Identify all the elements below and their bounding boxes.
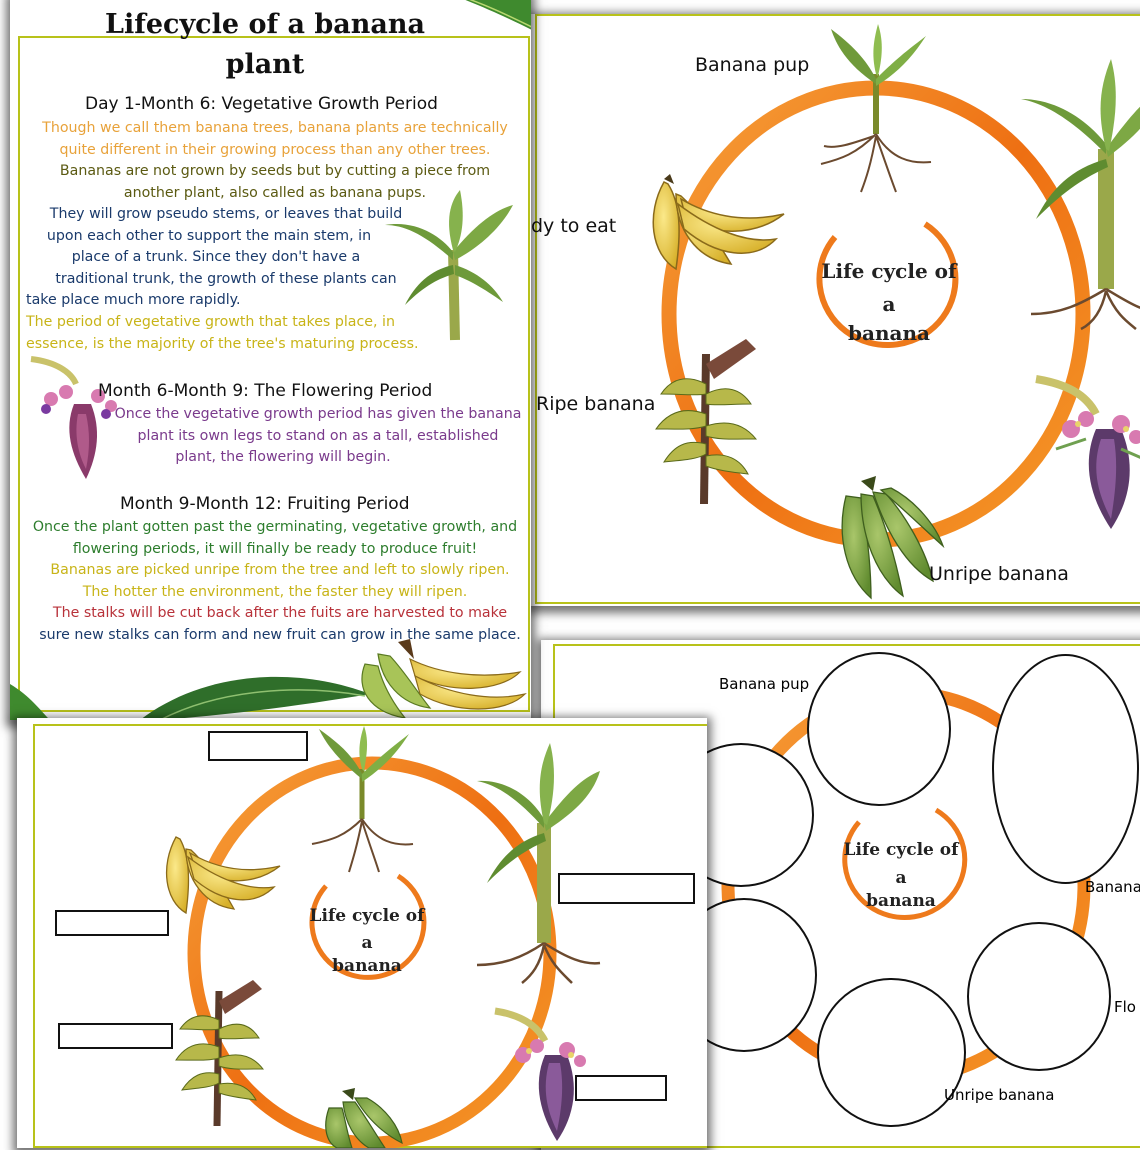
- label-ready-to-eat: dy to eat: [531, 215, 617, 237]
- label-ripe-banana: Ripe banana: [536, 393, 656, 415]
- document-title-line1: Lifecycle of a banana: [105, 9, 425, 40]
- sheet-border: [535, 14, 1140, 604]
- center-title-line1: Life cycle of: [821, 259, 957, 283]
- banana-tree-image: [1021, 59, 1140, 331]
- section3-line: The stalks will be cut back after the fu…: [52, 605, 508, 621]
- banana-pup-image: [820, 24, 932, 193]
- info-sheet: Lifecycle of a banana plant Day 1-Month …: [10, 0, 531, 720]
- blank-label-box-pup[interactable]: [208, 731, 308, 761]
- section2-line: plant, the flowering will begin.: [175, 449, 391, 465]
- center-title-line2: a: [895, 868, 907, 888]
- drawing-bubble-tree[interactable]: [992, 654, 1139, 884]
- labeled-cycle-sheet: Life cycle of a banana: [531, 14, 1140, 606]
- drawing-bubble-pup[interactable]: [807, 652, 951, 806]
- unripe-banana-image: [841, 476, 945, 600]
- center-title-line1: Life cycle of: [843, 840, 959, 860]
- section1-line: traditional trunk, the growth of these p…: [55, 271, 397, 287]
- section3-line: Once the plant gotten past the germinati…: [32, 519, 518, 535]
- label-worksheet-sheet: Life cycle of a banana: [17, 718, 707, 1148]
- banana-flower-image: [30, 356, 117, 479]
- drawing-bubble-flower[interactable]: [967, 922, 1111, 1071]
- center-title-line3: banana: [866, 891, 936, 911]
- ripe-banana-bunch-image: [175, 980, 265, 1127]
- section3-line: flowering periods, it will finally be re…: [72, 541, 478, 557]
- label-banana-cut: Banana: [1085, 878, 1140, 896]
- center-ring: [842, 807, 968, 920]
- ready-to-eat-banana-image: [165, 836, 281, 915]
- section3-heading: Month 9-Month 12: Fruiting Period: [120, 494, 410, 514]
- section3-line: sure new stalks can form and new fruit c…: [39, 627, 521, 643]
- section3-line: Bananas are picked unripe from the tree …: [50, 562, 510, 578]
- drawing-bubble-unripe[interactable]: [817, 978, 966, 1127]
- center-ring: [309, 873, 427, 980]
- blank-label-box-flower[interactable]: [575, 1075, 667, 1101]
- blank-label-box-ready[interactable]: [55, 910, 169, 936]
- unripe-banana-image: [325, 1088, 403, 1148]
- label-banana-pup: Banana pup: [719, 675, 810, 693]
- section1-line: quite different in their growing process…: [59, 142, 491, 158]
- center-title-line3: banana: [848, 321, 930, 345]
- bottom-leaves-bananas-image: [10, 639, 527, 720]
- banana-tree-image: [476, 743, 601, 984]
- banana-plant-image: [385, 190, 513, 341]
- section1-line: take place much more rapidly.: [26, 292, 241, 308]
- section1-line: They will grow pseudo stems, or leaves t…: [49, 206, 403, 222]
- center-title-line2: a: [882, 292, 896, 316]
- blank-label-box-ripe[interactable]: [58, 1023, 173, 1049]
- label-unripe-banana: Unripe banana: [929, 563, 1069, 585]
- section3-line: The hotter the environment, the faster t…: [82, 584, 468, 600]
- section1-line: upon each other to support the main stem…: [46, 228, 372, 244]
- section1-line: The period of vegetative growth that tak…: [26, 314, 395, 330]
- ready-to-eat-banana-image: [652, 174, 785, 271]
- leaf-corner-image: [465, 0, 531, 30]
- section2-line: plant its own legs to stand on as a tall…: [137, 428, 499, 444]
- center-title-line3: banana: [332, 956, 402, 976]
- section2-line: Once the vegetative growth period has gi…: [114, 406, 522, 422]
- section1-heading: Day 1-Month 6: Vegetative Growth Period: [85, 94, 438, 114]
- section1-line: Though we call them banana trees, banana…: [42, 120, 508, 136]
- document-title-line2: plant: [225, 49, 305, 80]
- label-flower-cut: Flo: [1114, 998, 1136, 1016]
- center-title-line2: a: [361, 933, 373, 953]
- banana-pup-image: [311, 726, 414, 873]
- section1-line: essence, is the majority of the tree's m…: [26, 336, 419, 352]
- section1-line: place of a trunk. Since they don't have …: [71, 249, 361, 265]
- label-banana-pup: Banana pup: [695, 54, 810, 76]
- sheet-border: [18, 36, 530, 712]
- section1-line: another plant, also called as banana pup…: [123, 185, 427, 201]
- center-ring: [816, 221, 959, 348]
- section1-line: Bananas are not grown by seeds but by cu…: [59, 163, 491, 179]
- center-title-line1: Life cycle of: [309, 906, 425, 926]
- blank-label-box-tree[interactable]: [558, 873, 695, 904]
- ripe-banana-bunch-image: [655, 339, 758, 505]
- banana-flower-image: [1035, 375, 1140, 529]
- label-unripe-banana: Unripe banana: [944, 1086, 1055, 1104]
- section2-heading: Month 6-Month 9: The Flowering Period: [98, 381, 433, 401]
- banana-flower-image: [494, 1007, 586, 1141]
